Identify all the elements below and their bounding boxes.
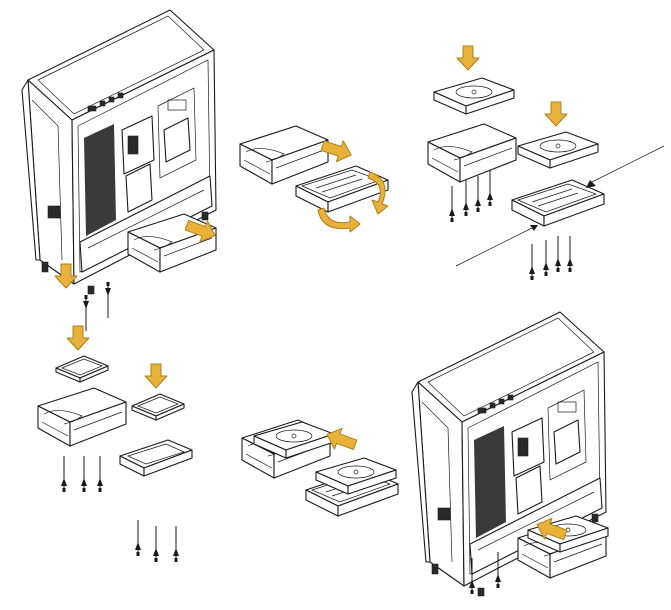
screw-icon [448, 185, 456, 223]
step-3-install-hdd [427, 45, 665, 281]
screw-icon [486, 169, 494, 207]
step-2-remove-drive-tray [239, 125, 389, 233]
hard-drive [433, 77, 515, 115]
rotate-arrow-icon [367, 171, 389, 215]
side-screw-line [455, 225, 537, 267]
screw-icon [528, 243, 536, 281]
arrow-down-icon [144, 363, 168, 389]
screw-icon [104, 281, 112, 319]
screw-icon [134, 519, 142, 557]
pull-out-arrow [184, 220, 216, 243]
slide-out-arrow [320, 140, 352, 163]
side-screw-line [587, 145, 665, 185]
rotate-arrow-icon [317, 207, 361, 233]
screw-icon [542, 239, 550, 277]
ssd-drive [131, 393, 185, 421]
drive-cage [239, 125, 329, 185]
screw-icon [96, 455, 104, 493]
slide-in-arrow [326, 427, 358, 450]
screw-icon [172, 525, 180, 563]
screw-icon [566, 235, 574, 273]
step-1-remove-drive-cage [21, 9, 217, 332]
drive-cage [427, 123, 517, 183]
hard-drive [517, 131, 599, 169]
ssd-drive [55, 355, 109, 383]
screw-icon [462, 179, 470, 217]
screw-icon [474, 175, 482, 213]
screw-icon [80, 455, 88, 493]
screw-icon [60, 455, 68, 493]
drive-cage [37, 387, 127, 447]
push-in-arrow [536, 517, 568, 540]
step-5-reinsert-tray [241, 419, 399, 517]
screw-icon [82, 294, 90, 332]
arrow-down-icon [544, 101, 568, 127]
step-6-reinstall-cage [411, 311, 609, 597]
screw-icon [152, 525, 160, 563]
screw-icon [554, 235, 562, 273]
step-4-install-ssd [37, 325, 193, 563]
arrow-down-icon [456, 45, 480, 71]
